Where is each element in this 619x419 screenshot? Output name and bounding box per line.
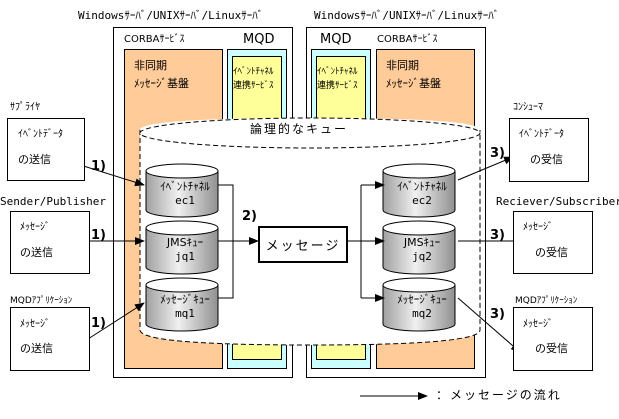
- receiver1-box: [509, 118, 589, 182]
- ec2-name: ec2: [412, 194, 432, 207]
- left-corba-inner-1: 非同期: [134, 59, 167, 72]
- mq2-to-receiver3-arrow: [457, 297, 521, 353]
- message-box: メッセージ: [258, 226, 348, 263]
- sender2-step: 1): [91, 228, 106, 243]
- ec2-type: ｲﾍﾞﾝﾄﾁｬﾈﾙ: [397, 180, 447, 193]
- queue-cylinder-jq2: [382, 220, 456, 275]
- jq1-type: JMSｷｭｰ: [166, 236, 204, 249]
- right-corba-inner-2: ﾒｯｾｰｼﾞ基盤: [386, 77, 441, 90]
- sender3-line2: の送信: [20, 342, 53, 355]
- mq2-type: ﾒｯｾｰｼﾞｷｭｰ: [397, 293, 447, 306]
- sender1-to-ec1-arrow: [73, 162, 145, 187]
- sender2-line1: ﾒｯｾｰｼﾞ: [20, 222, 50, 233]
- left-corba-label: CORBAｻｰﾋﾞｽ: [124, 34, 185, 45]
- receiver1-line1: ｲﾍﾞﾝﾄﾃﾞｰﾀ: [519, 129, 564, 140]
- legend-label: ：メッセージの流れ: [436, 388, 562, 402]
- mq2-name: mq2: [412, 307, 432, 320]
- sender1-step: 1): [91, 159, 106, 174]
- queue-cylinder-ec1: [145, 163, 219, 218]
- sender1-role: ｻﾌﾟﾗｲﾔ: [10, 102, 40, 113]
- ec2-to-receiver1-arrow: [457, 156, 514, 181]
- receiver2-step: 3): [490, 228, 505, 243]
- sender3-line1: ﾒｯｾｰｼﾞ: [20, 319, 50, 330]
- logical-queue-label: 論理的なキュー: [250, 122, 349, 136]
- jq2-type: JMSｷｭｰ: [403, 236, 441, 249]
- receiver2-box: [513, 211, 593, 274]
- sender3-box: [10, 307, 90, 371]
- receiver3-box: [513, 307, 593, 371]
- ec1-name: ec1: [175, 194, 195, 207]
- receiver3-line2: の受信: [535, 342, 568, 355]
- sender1-line2: の送信: [18, 153, 51, 166]
- ec1-type: ｲﾍﾞﾝﾄﾁｬﾈﾙ: [160, 180, 210, 193]
- receiver2-role: Reciever/Subscriber: [496, 195, 619, 208]
- receiver1-role: ｺﾝｼｭｰﾏ: [513, 102, 543, 113]
- queue-cylinder-ec2: [382, 163, 456, 218]
- receiver2-line2: の受信: [535, 246, 568, 259]
- mq1-name: mq1: [175, 307, 195, 320]
- receiver3-step: 3): [490, 307, 505, 322]
- sender2-box: [10, 211, 90, 274]
- left-mqd-label: MQD: [243, 32, 275, 47]
- right-corba-inner-1: 非同期: [386, 59, 419, 72]
- right-server-title: Windowsｻｰﾊﾞ/UNIXｻｰﾊﾞ/Linuxｻｰﾊﾞ: [314, 9, 500, 22]
- receiver2-line1: ﾒｯｾｰｼﾞ: [523, 222, 553, 233]
- mq1-type: ﾒｯｾｰｼﾞｷｭｰ: [160, 293, 210, 306]
- right-mqd-label: MQD: [320, 32, 352, 47]
- sender1-line1: ｲﾍﾞﾝﾄﾃﾞｰﾀ: [18, 129, 63, 140]
- left-mqd-inner-1: ｲﾍﾞﾝﾄﾁｬﾈﾙ: [233, 67, 274, 77]
- right-mqd-inner-1: ｲﾍﾞﾝﾄﾁｬﾈﾙ: [317, 67, 358, 77]
- right-mqd-inner-2: 連携ｻｰﾋﾞｽ: [317, 81, 358, 91]
- queue-cylinder-mq1: [145, 277, 219, 332]
- receiver1-step: 3): [490, 146, 505, 161]
- right-corba-label: CORBAｻｰﾋﾞｽ: [377, 34, 438, 45]
- queue-cylinder-jq1: [145, 220, 219, 275]
- sender1-box: [7, 118, 85, 181]
- jq1-name: jq1: [175, 250, 195, 263]
- step-2-label: 2): [242, 209, 257, 224]
- receiver3-role: MQDｱﾌﾟﾘｹｰｼｮﾝ: [515, 296, 578, 306]
- sender3-role: MQDｱﾌﾟﾘｹｰｼｮﾝ: [10, 296, 73, 306]
- receiver3-line1: ﾒｯｾｰｼﾞ: [523, 319, 553, 330]
- sender2-line2: の送信: [20, 246, 53, 259]
- queue-cylinder-mq2: [382, 277, 456, 332]
- receiver1-line2: の受信: [530, 153, 563, 166]
- sender2-role: Sender/Publisher: [0, 195, 106, 208]
- sender3-step: 1): [91, 316, 106, 331]
- left-mqd-inner-2: 連携ｻｰﾋﾞｽ: [233, 81, 274, 91]
- jq2-name: jq2: [412, 250, 432, 263]
- left-server-title: Windowsｻｰﾊﾞ/UNIXｻｰﾊﾞ/Linuxｻｰﾊﾞ: [78, 9, 264, 22]
- left-corba-inner-2: ﾒｯｾｰｼﾞ基盤: [134, 77, 189, 90]
